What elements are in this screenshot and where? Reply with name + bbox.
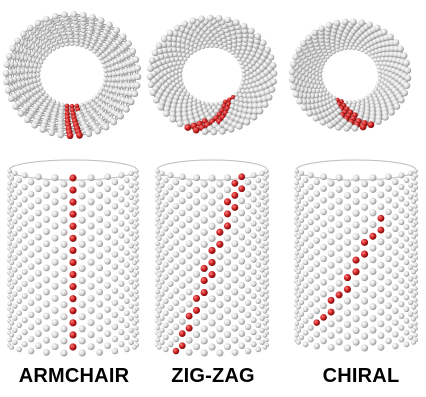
zigzag-nanotube-end-view	[147, 15, 278, 136]
chiral-label: CHIRAL	[298, 365, 424, 388]
zigzag-label: ZIG-ZAG	[150, 365, 276, 388]
chiral-nanotube-side-view	[294, 160, 418, 352]
armchair-nanotube-end-view	[3, 11, 142, 139]
armchair-label: ARMCHAIR	[4, 365, 144, 388]
zigzag-nanotube-side-view	[155, 160, 269, 357]
chiral-nanotube-end-view	[289, 18, 412, 131]
armchair-nanotube-side-view	[7, 160, 139, 357]
